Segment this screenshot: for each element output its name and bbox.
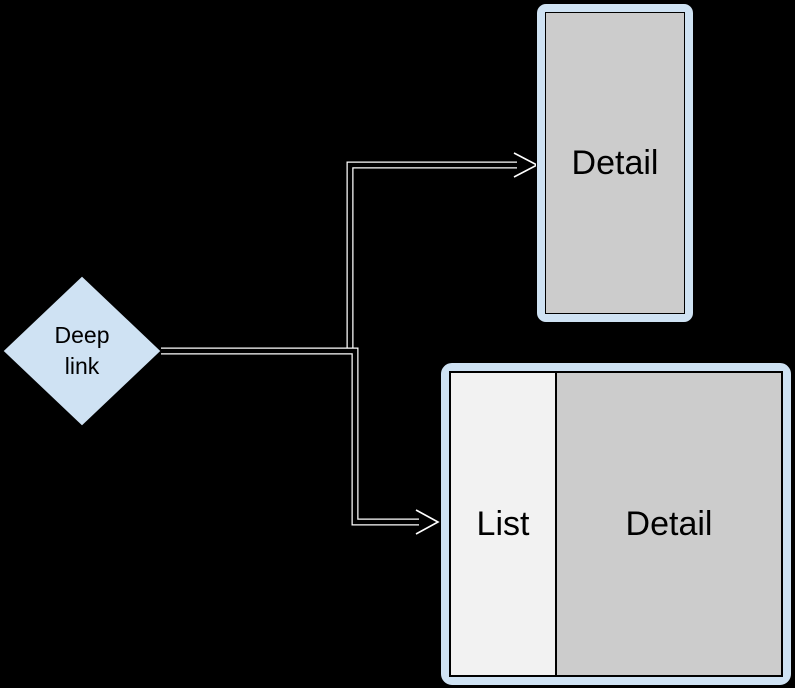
tablet-detail-label: Detail: [625, 504, 713, 543]
tablet-layout-frame: List Detail: [440, 362, 792, 686]
edge-deep-link-to-phone: [161, 152, 539, 355]
tablet-detail-pane: Detail: [557, 373, 781, 675]
phone-layout-frame: Detail: [536, 3, 694, 323]
tablet-list-pane: List: [451, 373, 557, 675]
arrowhead-to-tablet: [415, 509, 440, 535]
tablet-list-label: List: [476, 504, 530, 543]
phone-detail-pane: Detail: [545, 12, 685, 314]
phone-detail-label: Detail: [571, 143, 659, 182]
tablet-screen: List Detail: [449, 371, 783, 677]
edge-deep-link-to-tablet: [161, 347, 440, 535]
arrowhead-to-phone: [513, 152, 539, 178]
deep-link-diamond: [2, 275, 162, 427]
deep-link-label: Deep link: [54, 322, 110, 379]
